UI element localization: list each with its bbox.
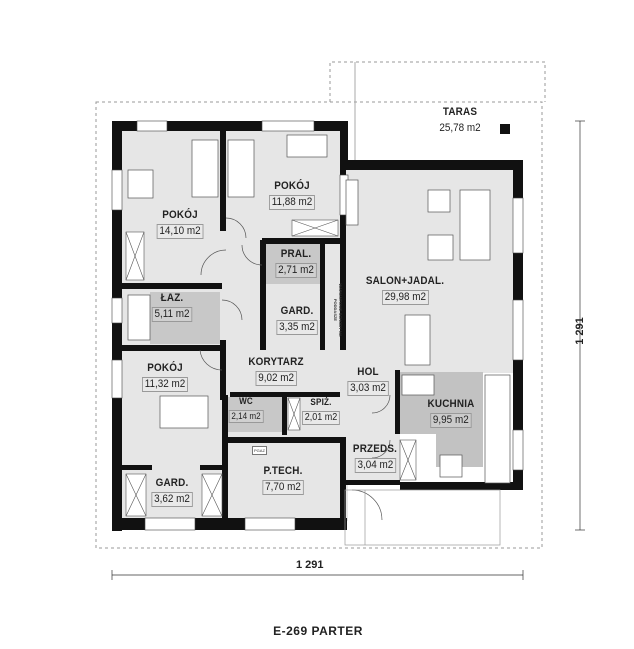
room-area: 3,04 m2 [354,458,396,473]
room-name: POKÓJ [274,180,310,192]
room-label-kuchnia: KUCHNIA 9,95 m2 [425,398,477,428]
gas-meter-label: PGAZ [252,446,267,455]
room-name: SPIŻ. [310,397,332,407]
dimension-lines [111,120,585,580]
room-name: PRAL. [280,248,312,260]
room-label-pokoj-2: POKÓJ 11,88 m2 [266,180,317,210]
room-label-taras: TARAS 25,78 m2 [435,106,485,136]
room-name: GARD. [280,305,314,317]
terrace-outline [329,61,546,102]
room-label-gard-1: GARD. 3,35 m2 [274,305,320,335]
room-area: 9,02 m2 [255,371,297,386]
room-label-pokoj-3: POKÓJ 11,32 m2 [139,362,190,392]
room-name: ŁAZ. [160,292,184,304]
room-label-hol: HOL 3,03 m2 [345,366,391,396]
room-label-pokoj-1: POKÓJ 14,10 m2 [154,209,206,239]
room-area: 25,78 m2 [437,122,483,135]
room-name: KUCHNIA [427,398,475,410]
room-area: 7,70 m2 [262,480,304,495]
room-name: KORYTARZ [248,356,304,368]
entrance-steps [344,489,501,546]
doors [199,217,391,521]
room-area: 11,32 m2 [142,377,188,392]
room-name: POKÓJ [162,209,198,221]
room-area: 11,88 m2 [269,195,315,210]
room-area: 3,62 m2 [151,492,193,507]
room-name: WC [239,396,253,406]
stair-note: WARIANTOWE SCHODY NA PODDASZE [333,283,343,337]
room-label-korytarz: KORYTARZ 9,02 m2 [245,356,306,386]
windows [111,120,524,531]
room-area: 2,01 m2 [302,411,340,425]
room-fills [122,131,513,521]
room-name: HOL [357,366,379,378]
room-label-pral: PRAL. 2,71 m2 [273,248,319,278]
room-label-wc: WC 2,14 m2 [227,396,266,424]
room-label-salon: SALON+JADAL. 29,98 m2 [361,275,448,305]
room-label-gard-2: GARD. 3,62 m2 [149,477,195,507]
room-area: 14,10 m2 [156,224,204,239]
depth-dimension: 1 291 [573,317,586,345]
room-name: POKÓJ [147,362,183,374]
room-name: SALON+JADAL. [365,275,445,287]
plan-title: E-269 PARTER [273,624,363,638]
room-label-spiz: SPIŻ. 2,01 m2 [300,397,342,425]
room-name: PRZEDS. [352,443,398,455]
room-area: 3,35 m2 [276,320,318,335]
room-area: 5,11 m2 [151,307,193,322]
room-name: TARAS [442,106,478,118]
room-name: GARD. [155,477,189,489]
room-area: 3,03 m2 [347,381,389,396]
room-label-przeds: PRZEDS. 3,04 m2 [350,443,399,473]
room-area: 29,98 m2 [381,290,429,305]
wardrobes [125,219,417,517]
room-area: 2,71 m2 [275,263,317,278]
roof-outline [95,101,543,549]
furniture [127,134,511,484]
room-area: 9,95 m2 [430,413,472,428]
room-name: P.TECH. [263,465,303,477]
terrace-post [500,124,510,134]
width-dimension: 1 291 [296,559,324,571]
room-area: 2,14 m2 [228,410,264,423]
room-label-laz: ŁAZ. 5,11 m2 [150,292,195,322]
room-label-ptech: P.TECH. 7,70 m2 [260,465,306,495]
